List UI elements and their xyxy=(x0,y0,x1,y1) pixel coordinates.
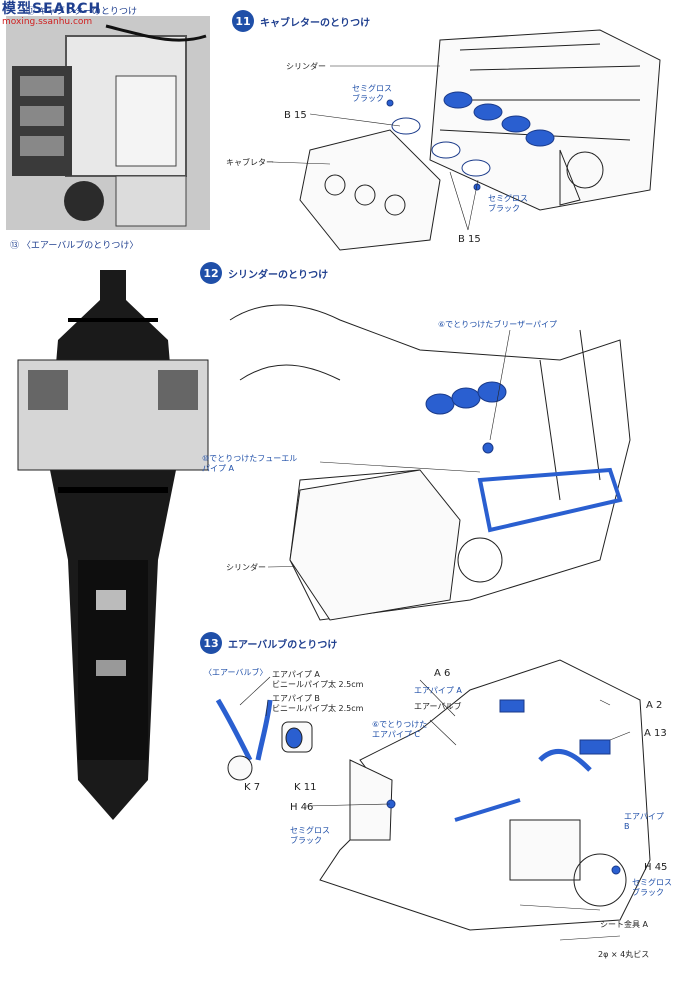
step-12-label-breather-pipe: ⑥でとりつけたブリーザーパイプ xyxy=(438,320,558,329)
step-11-label-b15-bottom: B 15 xyxy=(458,234,481,245)
step-12-engine xyxy=(289,469,503,621)
step-11-carburetor xyxy=(299,129,441,251)
chassis-photo xyxy=(8,260,218,830)
step-13-title-text: エアーバルブのとりつけ xyxy=(228,639,338,651)
step-12-frame xyxy=(229,304,631,621)
step-13-leader-lines xyxy=(239,676,631,941)
step-11-label-b15-left: B 15 xyxy=(284,110,307,121)
step-13-label-k11: K 11 xyxy=(294,782,317,793)
step-13-label-h46: H 46 xyxy=(290,802,314,813)
step-13-label-air-valve-2: エアーバルブ xyxy=(414,702,462,711)
step-11-label-cylinder: シリンダー xyxy=(286,62,326,71)
step-11-label-carburetor: キャブレター xyxy=(226,158,274,167)
step-13-label-air-pipe-b-2: エアパイプ B xyxy=(624,812,664,831)
step-11-title: 11 キャブレターのとりつけ xyxy=(232,10,370,32)
photo-caption-step13: ⑬ 〈エアーバルブのとりつけ〉 xyxy=(10,241,139,251)
step-13-label-air-pipe-a-2: エアパイプ A xyxy=(414,686,462,695)
step-11-engine-block xyxy=(429,29,661,211)
step-11-label-semigloss-1: セミグロス ブラック xyxy=(352,84,392,103)
step-13-label-air-pipe-a: エアパイプ A ビニールパイプ太 2.5cm xyxy=(272,670,364,689)
watermark-url: moxing.ssanhu.com xyxy=(2,17,93,27)
step-13-title: 13 エアーバルブのとりつけ xyxy=(200,632,337,654)
step-13-label-a2: A 2 xyxy=(646,700,663,711)
step-13-air-valve-parts xyxy=(215,698,313,781)
step-12-badge: 12 xyxy=(200,262,222,284)
step-11-label-semigloss-2: セミグロス ブラック xyxy=(488,194,528,213)
step-13-label-seat-bracket: シート金具 A xyxy=(600,920,649,929)
step-13-label-screw: 2φ × 4丸ビス xyxy=(598,950,650,959)
step-13-frame xyxy=(319,659,651,931)
step-12-title-text: シリンダーのとりつけ xyxy=(228,269,329,281)
step-13-label-h45: H 45 xyxy=(644,862,668,873)
step-12-blue-parts xyxy=(425,381,623,533)
engine-photo xyxy=(6,16,210,230)
step-12-title: 12 シリンダーのとりつけ xyxy=(200,262,328,284)
step-13-label-semigloss-3: セミグロス ブラック xyxy=(290,826,330,845)
step-13-label-a13: A 13 xyxy=(644,728,667,739)
watermark-logo: 模型SEARCH xyxy=(2,1,102,17)
chassis-photo-drawing xyxy=(17,270,209,820)
step-11-badge: 11 xyxy=(232,10,254,32)
step-11-blue-parts xyxy=(386,91,555,191)
step-13-label-air-pipe-c: ⑥でとりつけた エアパイプ C xyxy=(372,720,428,739)
step-11-title-text: キャブレターのとりつけ xyxy=(260,17,371,29)
step-13-label-air-pipe-b: エアパイプ B ビニールパイプ太 2.5cm xyxy=(272,694,364,713)
step-13-label-k7: K 7 xyxy=(244,782,261,793)
photo-caption-top: ⑪ キャブレターのとりつけ xyxy=(26,7,137,17)
step-12-label-fuel-pipe: ⑩でとりつけたフューエル パイプ A xyxy=(202,454,298,473)
step-13-label-a6: A 6 xyxy=(434,668,451,679)
step-13-label-semigloss-4: セミグロス ブラック xyxy=(632,878,672,897)
watermark: 模型SEARCH moxing.ssanhu.com xyxy=(2,2,101,27)
step-12-label-cylinder: シリンダー xyxy=(226,563,266,572)
step-13-badge: 13 xyxy=(200,632,222,654)
step-13-blue-parts xyxy=(386,699,621,875)
engine-photo-drawing xyxy=(6,16,210,230)
step-11-leader-lines xyxy=(271,65,479,231)
step-13-label-air-valve: 〈エアーバルブ〉 xyxy=(204,668,268,677)
